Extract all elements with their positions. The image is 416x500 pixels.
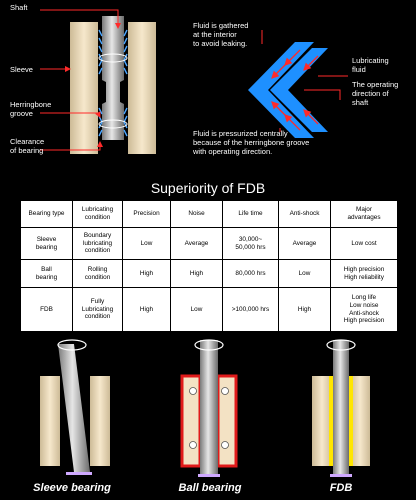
sleeve-rotation-icon <box>57 339 87 351</box>
table-cell: High <box>170 259 223 288</box>
rotation-arrow-upper <box>98 53 128 63</box>
table-cell: High precision High reliability <box>330 259 398 288</box>
fdb-rotation-icon <box>326 339 356 351</box>
table-cell: Long life Low noise Anti-shock High prec… <box>330 287 398 332</box>
fdb-fluid-left <box>329 376 333 466</box>
table-row: Sleeve bearing Boundary lubricating cond… <box>20 227 398 260</box>
header-cell: Noise <box>170 200 223 228</box>
ball-bearing-illustration <box>180 339 238 477</box>
shaft <box>102 16 124 140</box>
ball-base <box>198 474 220 477</box>
fdb-left-sleeve <box>312 376 332 466</box>
ball-elements <box>189 387 229 449</box>
right-sleeve <box>128 22 156 154</box>
chevron-inner <box>270 48 328 132</box>
header-cell: Life time <box>222 200 279 228</box>
caption-sleeve-bearing: Sleeve bearing <box>33 482 111 494</box>
ball-shaft <box>200 340 218 474</box>
table-cell: >100,000 hrs <box>222 287 279 332</box>
header-cell: Major advantages <box>330 200 398 228</box>
chevron-outer <box>248 42 314 138</box>
table-cell: High <box>278 287 331 332</box>
sleeve-shaft <box>58 344 90 472</box>
section-title: Superiority of FDB <box>150 180 266 196</box>
fdb-fluid-right <box>349 376 353 466</box>
table-cell: Sleeve bearing <box>20 227 73 260</box>
table-cell: Low <box>122 227 171 260</box>
table-cell: Ball bearing <box>20 259 73 288</box>
shaft-label: Shaft <box>10 3 28 12</box>
table-header-row: Bearing type Lubricating condition Preci… <box>20 200 398 228</box>
table-row: Ball bearing Rolling condition High High… <box>20 259 398 288</box>
ball-rotation-icon <box>194 339 224 351</box>
fdb-illustration <box>312 339 370 477</box>
table-cell: 30,000~ 50,000 hrs <box>222 227 279 260</box>
table-cell: Average <box>278 227 331 260</box>
left-sleeve <box>70 22 98 154</box>
sleeve-bearing-illustration <box>40 339 110 475</box>
caption-ball-bearing: Ball bearing <box>178 482 242 494</box>
table-cell: Rolling condition <box>72 259 123 288</box>
fdb-right-sleeve <box>350 376 370 466</box>
herringbone-grooves <box>98 29 128 137</box>
comparison-table: Bearing type Lubricating condition Preci… <box>20 200 398 332</box>
table-cell: Boundary lubricating condition <box>72 227 123 260</box>
header-cell: Anti-shock <box>278 200 331 228</box>
table-cell: 80,000 hrs <box>222 259 279 288</box>
table-row: FDB Fully Lubricating condition High Low… <box>20 287 398 332</box>
flow-arrows <box>271 49 319 131</box>
table-cell: Low cost <box>330 227 398 260</box>
sleeve-label: Sleeve <box>10 65 33 74</box>
fdb-shaft <box>333 340 349 474</box>
table-cell: High <box>122 259 171 288</box>
table-cell: Average <box>170 227 223 260</box>
sleeve-left-block <box>40 376 60 466</box>
table-cell: High <box>122 287 171 332</box>
table-cell: Low <box>170 287 223 332</box>
pointer-arrows <box>40 9 121 151</box>
header-cell: Precision <box>122 200 171 228</box>
table-cell: FDB <box>20 287 73 332</box>
caption-fdb: FDB <box>329 482 353 494</box>
table-cell: Low <box>278 259 331 288</box>
sleeve-base <box>66 472 92 475</box>
rotation-arrow-lower <box>98 119 128 129</box>
header-cell: Bearing type <box>20 200 73 228</box>
header-cell: Lubricating condition <box>72 200 123 228</box>
fdb-base <box>330 474 352 477</box>
sleeve-right-block <box>90 376 110 466</box>
chevron-pointers <box>261 30 348 132</box>
table-cell: Fully Lubricating condition <box>72 287 123 332</box>
